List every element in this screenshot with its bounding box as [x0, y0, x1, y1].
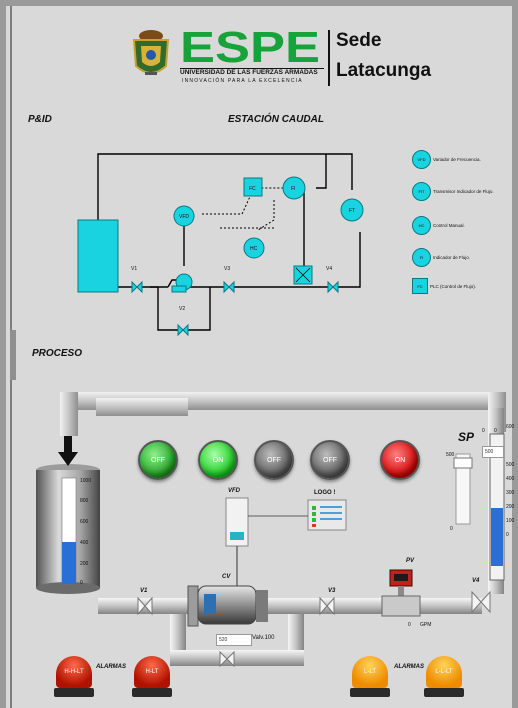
flow-value: 0 — [408, 622, 411, 628]
station-title: ESTACIÓN CAUDAL — [228, 114, 324, 125]
pid-tag-v1: V1 — [131, 266, 137, 272]
campus-label: Latacunga — [336, 60, 432, 81]
legend-sym: FIT — [412, 182, 431, 201]
pid-tank — [77, 219, 119, 293]
tank-level-fill — [62, 542, 76, 584]
sp-value-field[interactable]: 500 — [482, 446, 504, 458]
pid-tag-fc: FC — [249, 186, 256, 192]
pid-section-label: P&ID — [28, 114, 52, 125]
alarms-left-label: ALARMAS — [96, 664, 126, 670]
valve-v3-label: V3 — [328, 588, 336, 594]
sp-scale-bottom: 0 — [450, 526, 453, 532]
alarm-hlt: H-LT — [132, 656, 172, 698]
pv-label: PV — [406, 558, 415, 564]
legend-sym: VFD — [412, 150, 431, 169]
tank-scale-200: 200 — [80, 561, 89, 567]
alarm-hhlt: H-H-LT — [54, 656, 94, 698]
sp-label: SP — [458, 430, 475, 444]
emergency-on-button[interactable]: ON — [380, 440, 420, 480]
vfd-label: VFD — [228, 488, 240, 494]
legend-sym: FI — [412, 248, 431, 267]
flow-unit: GPM — [420, 622, 432, 628]
tank-scale-800: 800 — [80, 498, 89, 504]
pump-on-button[interactable]: ON — [198, 440, 238, 480]
pid-tag-v4: V4 — [326, 266, 332, 272]
system-off-button-2[interactable]: OFF — [310, 440, 350, 480]
sp-input-2[interactable]: 0 — [494, 428, 497, 434]
brand-logo-text: ESPE — [178, 23, 324, 72]
legend-text: Transmisor Indicador de Flujo. — [433, 189, 494, 194]
legend-text: Indicador de Flujo. — [433, 255, 471, 260]
pid-tag-v3: V3 — [224, 266, 230, 272]
header-divider — [328, 30, 330, 86]
tank-scale-0: 0 — [80, 580, 83, 586]
legend-text: Control Manual. — [433, 223, 465, 228]
valve-v4-label: V4 — [472, 578, 480, 584]
tank-scale-1000: 1000 — [80, 478, 92, 484]
legend-sym: FC — [412, 278, 428, 294]
sp-slider-track — [455, 453, 471, 525]
espe-crest-logo — [128, 28, 174, 82]
proceso-section-label: PROCESO — [32, 348, 83, 359]
sede-label: Sede — [336, 30, 382, 51]
pv-scale-100: 100 — [506, 518, 515, 524]
collapse-handle[interactable] — [10, 330, 16, 380]
pv-scale-300: 300 — [506, 490, 515, 496]
pid-diagram: VFD FC HC FI FT V1 V2 V3 V4 — [77, 153, 364, 337]
sp-slider-thumb — [453, 457, 473, 469]
pv-indicator-fill — [491, 508, 503, 566]
pid-tag-vfd: VFD — [179, 214, 189, 220]
valve-opening-field[interactable]: 520 — [216, 634, 252, 646]
alarms-right-label: ALARMAS — [394, 664, 424, 670]
alarm-hlt-text: H-LT — [134, 656, 170, 688]
alarm-base — [54, 688, 94, 697]
svg-text:ESPE: ESPE — [180, 24, 320, 68]
alarm-base — [424, 688, 464, 697]
cv-label: CV — [222, 574, 231, 580]
alarm-base — [350, 688, 390, 697]
pid-tag-ft: FT — [349, 208, 355, 214]
pv-scale-400: 400 — [506, 476, 515, 482]
legend-text: PLC (Control de Flujo). — [430, 283, 477, 289]
system-off-button-1[interactable]: OFF — [254, 440, 294, 480]
sp-input-1[interactable]: 0 — [482, 428, 485, 434]
legend-text: Variador de Frecuencia. — [433, 157, 481, 162]
pid-tag-hc: HC — [250, 246, 258, 252]
valve-v1-label: V1 — [140, 588, 148, 594]
pid-tag-fi: FI — [291, 186, 295, 192]
alarm-base — [132, 688, 172, 697]
motto: INNOVACIÓN PARA LA EXCELENCIA — [182, 78, 303, 84]
tank-scale-400: 400 — [80, 540, 89, 546]
pv-scale-500: 500 — [506, 462, 515, 468]
alarm-llt: L-LT — [350, 656, 390, 698]
valve-unit: Valv.100 — [252, 635, 275, 641]
pv-scale-200: 200 — [506, 504, 515, 510]
logo-label: LOGO ! — [314, 490, 336, 496]
pv-scale-0: 0 — [506, 532, 509, 538]
pv-scale-600: 600 — [506, 424, 515, 430]
alarm-lllt: L-L-LT — [424, 656, 464, 698]
legend-sym: HC — [412, 216, 431, 235]
alarm-lllt-text: L-L-LT — [426, 656, 462, 688]
alarm-llt-text: L-LT — [352, 656, 388, 688]
pump-off-button[interactable]: OFF — [138, 440, 178, 480]
university-name: UNIVERSIDAD DE LAS FUERZAS ARMADAS — [180, 68, 324, 76]
tank-scale-600: 600 — [80, 519, 89, 525]
alarm-hhlt-text: H-H-LT — [56, 656, 92, 688]
sp-scale-top: 500 — [446, 452, 455, 458]
pid-tag-v2: V2 — [179, 306, 185, 312]
